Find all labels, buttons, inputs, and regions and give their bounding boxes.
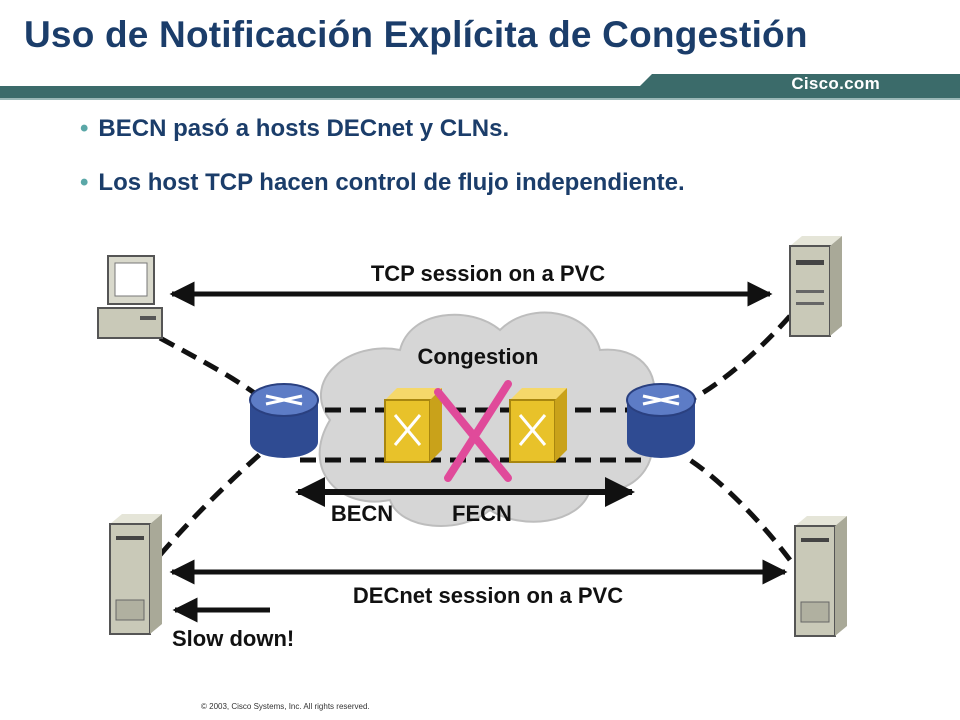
- bullet-text: Los host TCP hacen control de flujo inde…: [98, 169, 685, 196]
- bullet-item: • Los host TCP hacen control de flujo ind…: [80, 166, 685, 220]
- bullet-item: • BECN pasó a hosts DECnet y CLNs.: [80, 112, 685, 166]
- tcp-session-label: TCP session on a PVC: [371, 261, 605, 286]
- page-title: Uso de Notificación Explícita de Congest…: [24, 14, 808, 55]
- bullet-list: • BECN pasó a hosts DECnet y CLNs. • Los h…: [80, 112, 685, 220]
- brand-logo-text: Cisco.com: [791, 74, 880, 93]
- bullet-dot-icon: •: [80, 115, 89, 142]
- bullet-text: BECN pasó a hosts DECnet y CLNs.: [98, 115, 510, 142]
- network-diagram: TCP session on a PVC Congestion BECN FEC…: [97, 236, 847, 651]
- server-icon: [789, 236, 842, 337]
- workstation-icon: [97, 255, 163, 339]
- router-icon: [249, 383, 319, 458]
- frame-relay-switch-icon: [384, 388, 442, 463]
- frame-relay-switch-icon: [509, 388, 567, 463]
- server-icon: [109, 514, 162, 635]
- server-icon: [794, 516, 847, 637]
- congestion-x-icon: [434, 380, 512, 482]
- fecn-label: FECN: [452, 501, 512, 526]
- slow-down-label: Slow down!: [172, 626, 294, 651]
- congestion-label: Congestion: [418, 344, 539, 369]
- router-icon: [626, 383, 696, 458]
- copyright-notice: © 2003, Cisco Systems, Inc. All rights r…: [201, 702, 370, 711]
- becn-label: BECN: [331, 501, 393, 526]
- decnet-session-label: DECnet session on a PVC: [353, 583, 623, 608]
- header-band: [0, 74, 960, 100]
- bullet-dot-icon: •: [80, 169, 89, 196]
